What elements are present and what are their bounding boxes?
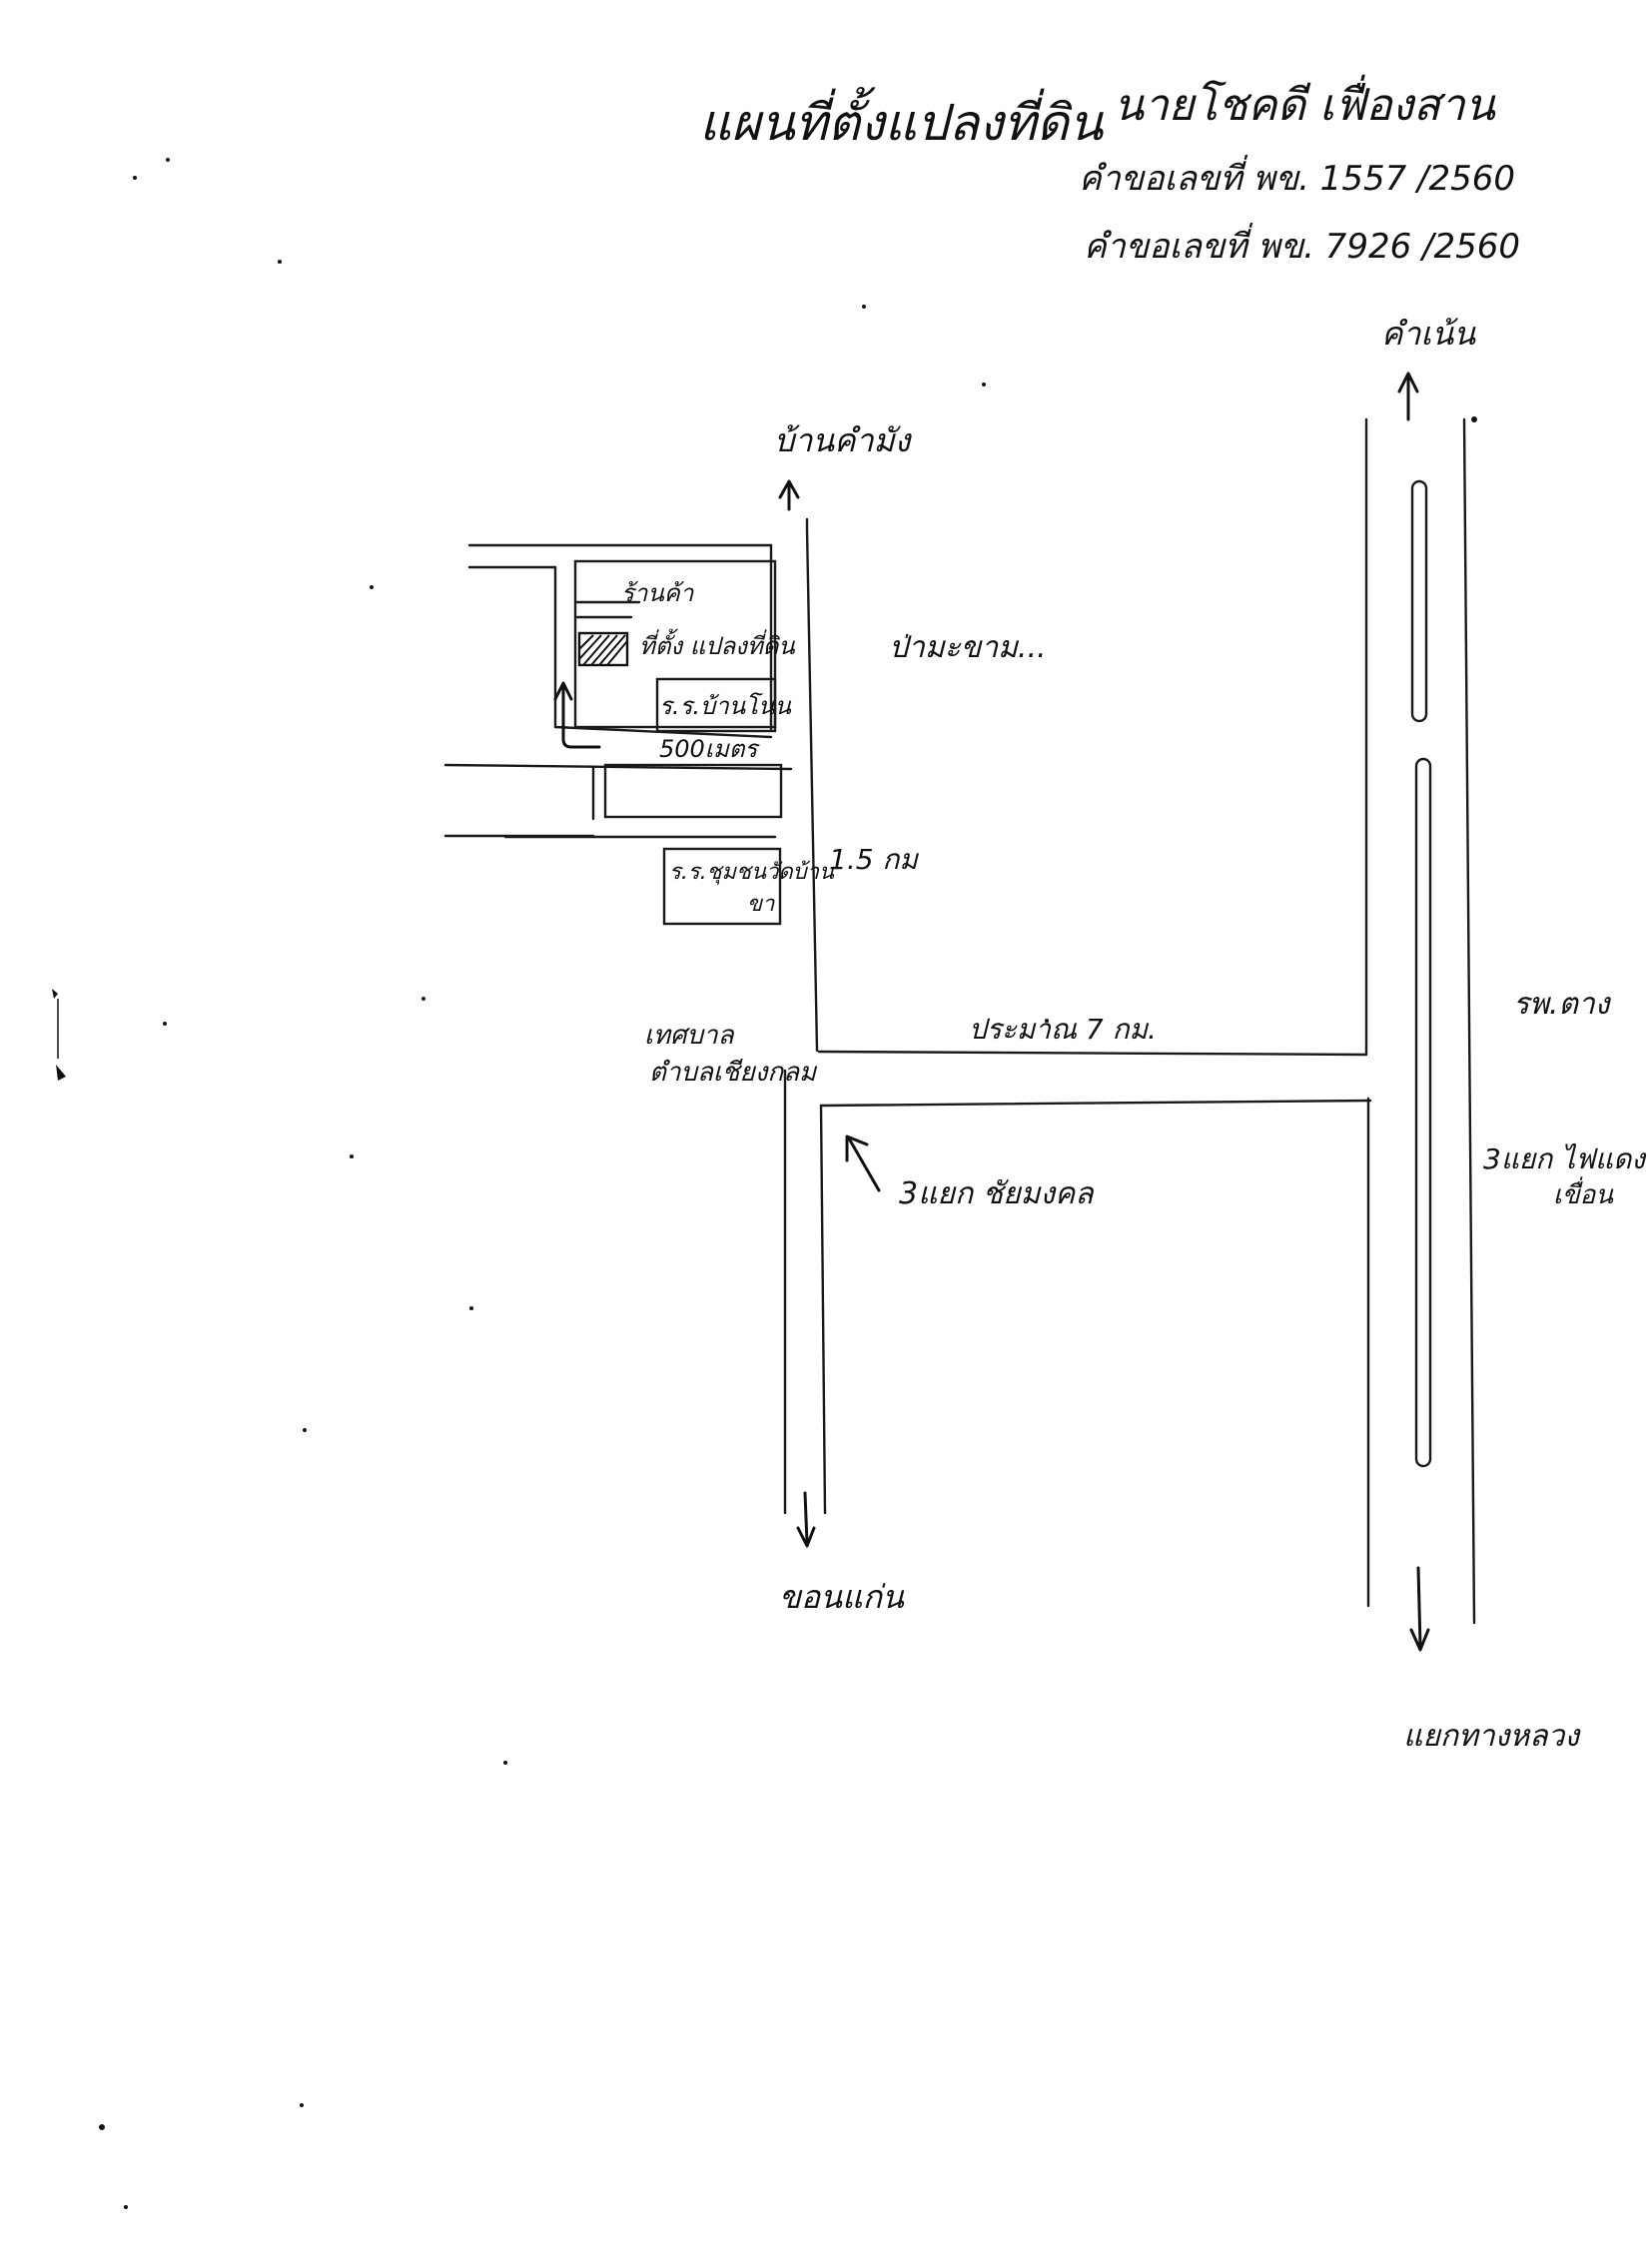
distance-side-road: 500เมตร: [659, 735, 760, 763]
request-number-2: คำขอเลขที่ พข. 7926 /2560: [1084, 223, 1520, 267]
label-junction-right-1: 3แยก ไฟแดง: [1483, 1142, 1647, 1175]
label-municipality-1: เทศบาล: [644, 1021, 735, 1051]
label-school: ร.ร.บ้านโนน: [659, 692, 791, 720]
junction-pointer: [845, 1134, 881, 1192]
label-school2-line2: ขา: [747, 892, 775, 917]
label-hospital: รพ.ตาง: [1513, 987, 1612, 1022]
label-municipality-2: ตำบลเชียงกลม: [649, 1058, 818, 1088]
request-number-1: คำขอเลขที่ พข. 1557 /2560: [1079, 155, 1515, 199]
south-arrow-right: [1409, 1566, 1430, 1652]
distance-to-junction: 1.5 กม: [829, 843, 919, 876]
label-nearby: ร้านค้า: [621, 579, 695, 607]
south-arrow-left: [796, 1491, 816, 1548]
north-arrow-left: [778, 479, 800, 511]
parcel-hatch: [577, 631, 629, 667]
label-north-left: บ้านคำมัง: [774, 421, 913, 459]
left-main-road: [783, 517, 827, 1515]
label-north-right: คำเน้น: [1381, 315, 1476, 353]
label-south-right: แยกทางหลวง: [1403, 1719, 1581, 1754]
school2-block: [662, 847, 782, 926]
label-junction-right-2: เขื่อน: [1553, 1176, 1614, 1210]
side-road: [443, 763, 793, 839]
cross-road: [817, 1050, 1372, 1108]
label-south-left: ขอนแก่น: [779, 1578, 905, 1616]
label-village-area: ป่ามะขาม...: [889, 630, 1047, 665]
parcel-block: [467, 543, 777, 739]
label-junction-left: 3แยก ชัยมงคล: [899, 1176, 1095, 1211]
map-title: แผนที่ตั้งแปลงที่ดิน: [699, 87, 1105, 152]
access-path: [553, 681, 601, 749]
label-school2-line1: ร.ร.ชุมชนวัดบ้าน: [669, 860, 835, 885]
label-parcel-site: ที่ตั้ง แปลงที่ดิน: [639, 628, 795, 660]
north-arrow-right: [1397, 372, 1419, 421]
distance-cross-road: ประมาณ 7 กม.: [969, 1013, 1157, 1046]
right-highway: [1364, 417, 1476, 1625]
owner-name: นายโชคดี เฟื่องสาน: [1114, 74, 1497, 131]
scan-specks: [52, 158, 1477, 2209]
